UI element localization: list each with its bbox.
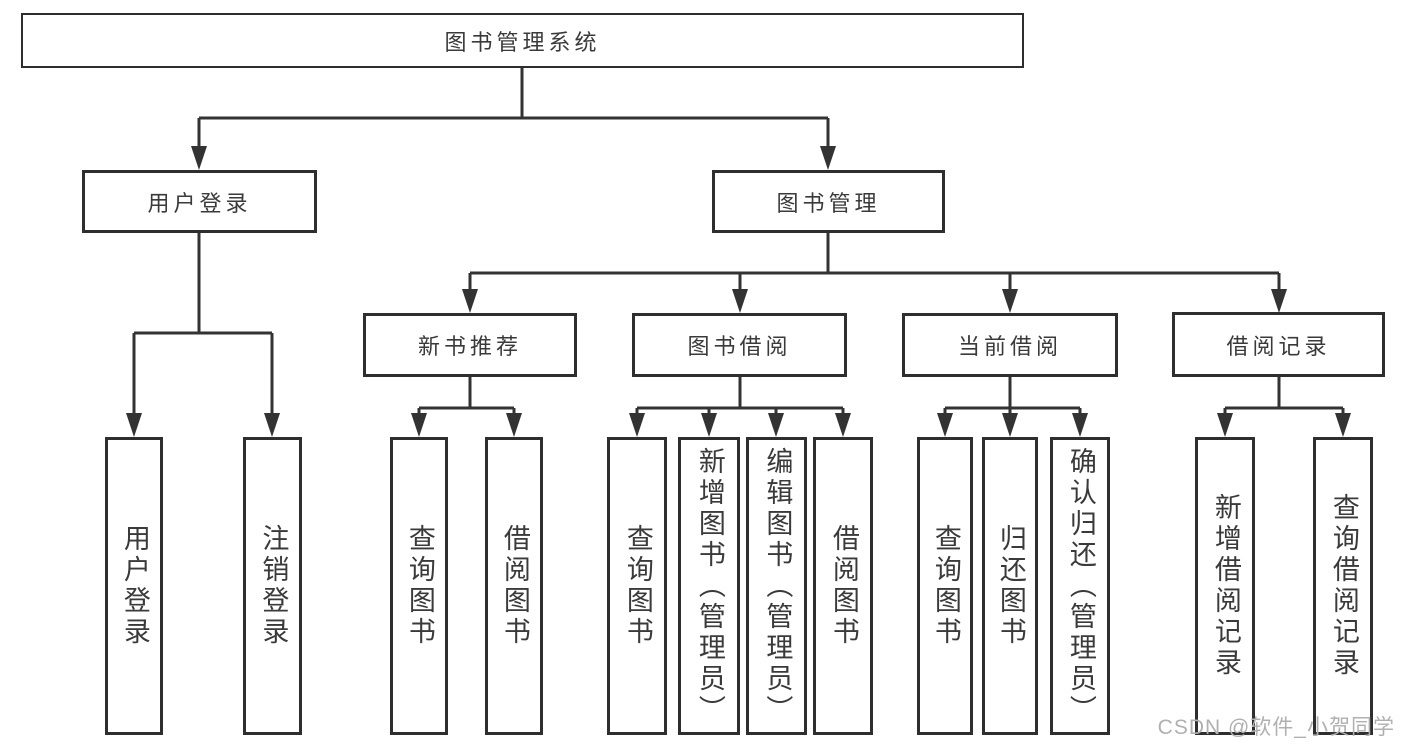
node-label: 用户登录 xyxy=(147,190,252,216)
leaf-edit-book-admin: 编辑图书（管理员） xyxy=(746,437,807,735)
node-label: 新书推荐 xyxy=(417,334,522,359)
leaf-confirm-return-admin: 确认归还（管理员） xyxy=(1050,437,1110,735)
node-label: 图书管理 xyxy=(776,190,881,216)
node-borrow-records: 借阅记录 xyxy=(1172,312,1385,377)
node-current-borrow: 当前借阅 xyxy=(902,313,1118,377)
node-label: 查询图书 xyxy=(622,524,653,648)
node-book-management: 图书管理 xyxy=(712,170,945,233)
leaf-query-borrow-record: 查询借阅记录 xyxy=(1313,437,1373,735)
node-label: 注销登录 xyxy=(258,524,289,648)
arrowheads xyxy=(126,146,1351,437)
node-label: 查询借阅记录 xyxy=(1328,493,1359,679)
csdn-watermark: CSDN @软件_小贺同学 xyxy=(1157,716,1395,739)
node-label: 当前借阅 xyxy=(957,334,1062,359)
node-label: 借阅记录 xyxy=(1226,333,1331,359)
node-label: 图书借阅 xyxy=(687,334,792,359)
node-label: 图书管理系统 xyxy=(444,29,601,55)
node-book-borrow: 图书借阅 xyxy=(632,313,847,377)
node-library-management-system: 图书管理系统 xyxy=(21,13,1024,68)
node-user-login: 用户登录 xyxy=(82,170,317,233)
node-label: 查询图书 xyxy=(404,524,435,648)
leaf-borrow-book: 借阅图书 xyxy=(813,437,873,735)
node-label: 新增图书（管理员） xyxy=(694,446,725,726)
node-label: 查询图书 xyxy=(930,524,961,648)
node-label: 用户登录 xyxy=(119,524,150,648)
leaf-query-book-current: 查询图书 xyxy=(917,437,973,735)
leaf-query-book-borrow: 查询图书 xyxy=(607,437,667,735)
node-label: 借阅图书 xyxy=(499,524,530,648)
node-label: 编辑图书（管理员） xyxy=(762,446,793,726)
leaf-query-book-recommend: 查询图书 xyxy=(390,437,448,735)
leaf-add-borrow-record: 新增借阅记录 xyxy=(1195,437,1255,735)
leaf-borrow-book-recommend: 借阅图书 xyxy=(485,437,543,735)
node-label: 确认归还（管理员） xyxy=(1065,446,1096,726)
node-label: 借阅图书 xyxy=(828,524,859,648)
leaf-logout: 注销登录 xyxy=(243,437,302,735)
node-new-book-recommend: 新书推荐 xyxy=(363,313,577,377)
leaf-return-book: 归还图书 xyxy=(982,437,1038,735)
node-label: 归还图书 xyxy=(995,524,1026,648)
node-label: 新增借阅记录 xyxy=(1210,493,1241,679)
leaf-add-book-admin: 新增图书（管理员） xyxy=(678,437,740,735)
leaf-user-login: 用户登录 xyxy=(105,437,163,735)
